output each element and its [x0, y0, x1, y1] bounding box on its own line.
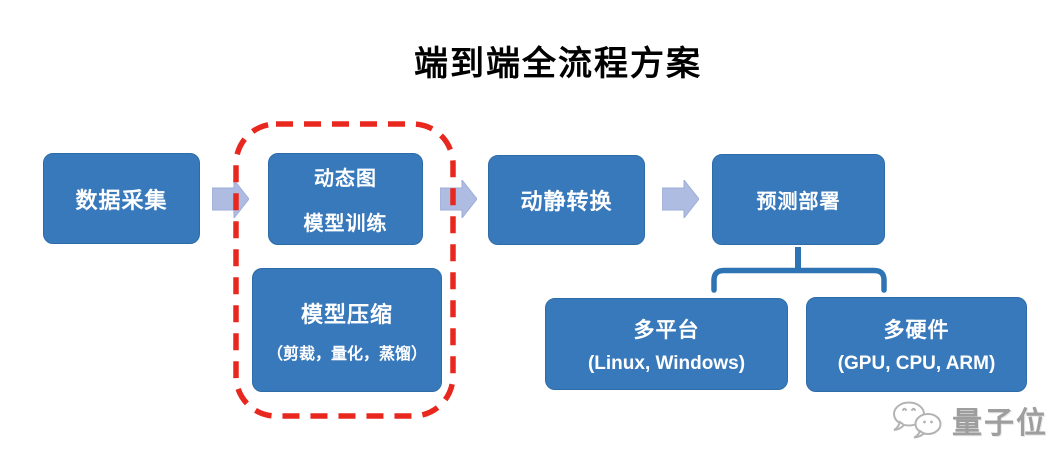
flow-arrow-icon: [212, 180, 249, 218]
stage-box-dynamic-static-conversion: 动静转换: [488, 155, 645, 245]
stage-box-dynamic-graph-training: 动态图 模型训练: [268, 153, 423, 245]
bracket-connector: [711, 247, 887, 293]
qbitai-watermark: 量子位: [891, 398, 1048, 442]
watermark-brand-text: 量子位: [952, 407, 1048, 440]
stage-box-data-collection: 数据采集: [43, 153, 200, 244]
multi-platform-list: (Linux, Windows): [587, 352, 746, 374]
stage-box-inference-deployment: 预测部署: [712, 154, 885, 245]
slide-title: 端到端全流程方案: [414, 45, 702, 83]
model-compression-box: 模型压缩 （剪裁，量化，蒸馏）: [252, 268, 442, 392]
model-compression-title: 模型压缩: [300, 301, 393, 327]
stage-label-line1: 动态图: [314, 168, 377, 190]
multi-hardware-list: (GPU, CPU, ARM): [837, 353, 996, 374]
target-box-multi-platform: 多平台 (Linux, Windows): [545, 298, 788, 390]
stage-label: 预测部署: [756, 191, 841, 213]
multi-hardware-title: 多硬件: [883, 319, 950, 342]
stage-label: 数据采集: [75, 187, 168, 213]
multi-platform-title: 多平台: [633, 318, 700, 342]
stage-label: 动静转换: [520, 189, 613, 214]
target-box-multi-hardware: 多硬件 (GPU, CPU, ARM): [806, 297, 1027, 392]
model-compression-methods: （剪裁，量化，蒸馏）: [266, 345, 427, 363]
flow-arrow-icon: [440, 180, 477, 218]
flow-arrow-icon: [662, 180, 699, 218]
stage-label-line2: 模型训练: [303, 213, 388, 235]
red-dashed-highlight: [233, 121, 456, 419]
chat-bubbles-icon: [893, 401, 942, 439]
